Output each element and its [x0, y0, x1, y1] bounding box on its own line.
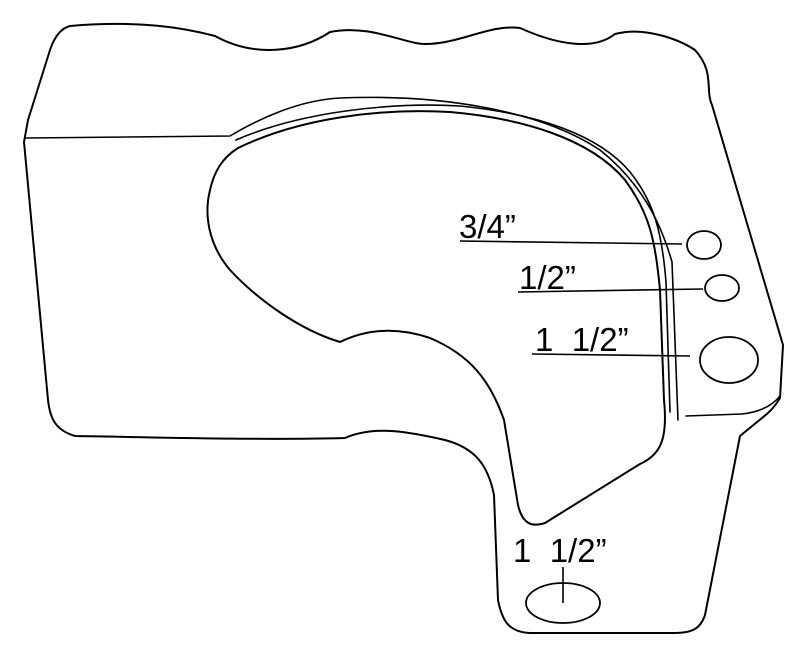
- leader-1-1-2-side: [531, 353, 691, 357]
- right-face-edge: [685, 395, 781, 417]
- pocket-inner-wall: [235, 104, 671, 413]
- hole-1-1-2-side: [699, 336, 759, 384]
- label-1-2: 1/2”: [519, 259, 576, 296]
- leader-3-4: [459, 240, 683, 245]
- part-outline: [23, 22, 784, 634]
- label-3-4: 3/4”: [459, 208, 516, 245]
- hole-3-4: [686, 230, 722, 260]
- hole-1-2: [704, 274, 740, 302]
- leader-1-2: [517, 288, 704, 293]
- top-face-edge: [25, 96, 679, 421]
- label-1-1-2-side: 1 1/2”: [535, 321, 629, 358]
- pocket-outline: [206, 110, 666, 526]
- label-1-1-2-bottom: 1 1/2”: [513, 532, 607, 569]
